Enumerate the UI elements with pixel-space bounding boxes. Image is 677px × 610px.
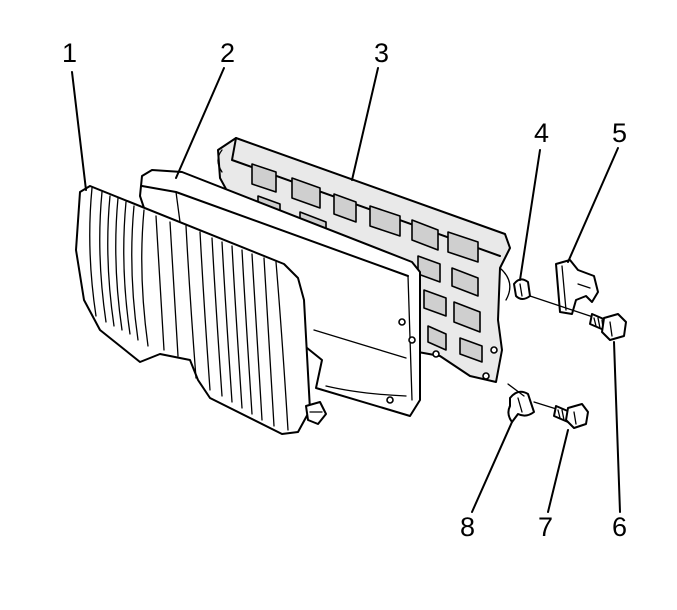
bolt-upper	[529, 295, 627, 341]
retainer-clip-upper	[513, 278, 531, 300]
callouts: 1 2 3 4 5 6 7 8	[62, 38, 627, 542]
callout-1: 1	[62, 38, 77, 68]
seat-back-cover	[75, 185, 327, 435]
callout-3: 3	[374, 38, 389, 68]
leader-line-2	[175, 67, 225, 179]
leader-line-7	[547, 429, 569, 513]
leader-line-8	[471, 421, 513, 513]
leader-line-3	[351, 67, 379, 181]
bolt-lower	[533, 401, 589, 429]
retainer-clip-lower	[507, 383, 535, 423]
leader-line-1	[71, 71, 87, 191]
callout-6: 6	[612, 512, 627, 542]
callout-8: 8	[460, 512, 475, 542]
leader-line-4	[519, 149, 541, 281]
callout-7: 7	[538, 512, 553, 542]
latch-bracket	[555, 259, 599, 315]
leader-line-5	[567, 147, 619, 263]
leader-line-6	[613, 341, 621, 513]
leader-lines	[71, 67, 621, 513]
callout-4: 4	[534, 118, 549, 148]
callout-5: 5	[612, 118, 627, 148]
callout-2: 2	[220, 38, 235, 68]
